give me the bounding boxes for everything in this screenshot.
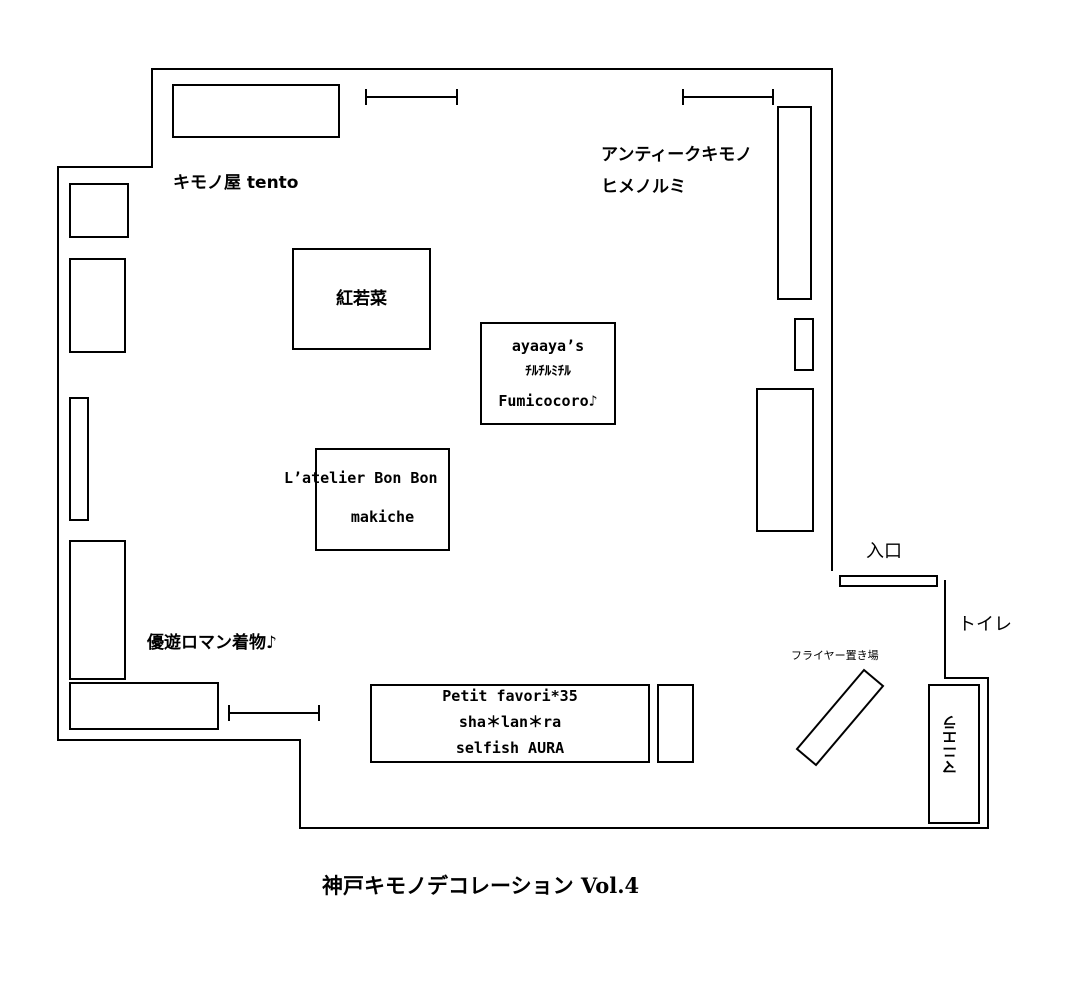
booth-label-manieru: マニエラ <box>941 715 959 775</box>
booth-table-petit <box>370 684 650 763</box>
booth-label-fumicocoro: Fumicocoro♪ <box>498 392 598 410</box>
table-right-2 <box>794 318 814 371</box>
table-left-1 <box>69 183 129 238</box>
flyer-area-label: フライヤー置き場 <box>791 649 879 662</box>
hanger-rail-2 <box>682 89 774 105</box>
booth-label-selfish-aura: selfish AURA <box>455 739 565 757</box>
hanger-rail-1 <box>365 89 458 105</box>
booth-label-yuyu-roman: 優遊ロマン着物♪ <box>147 633 277 653</box>
outer-wall <box>57 68 989 829</box>
booth-table-manieru <box>928 684 980 824</box>
table-right-3 <box>756 388 814 532</box>
flyer-table <box>795 668 885 767</box>
booth-label-petit-favori: Petit favori*35 <box>442 687 578 705</box>
table-bottom-left <box>69 682 219 730</box>
booth-label-sha-lan-ra: sha＊lan＊ra <box>458 713 562 731</box>
booth-label-antique-kimono: アンティークキモノ <box>601 145 753 165</box>
event-title: 神戸キモノデコレーション Vol.4 <box>322 873 640 898</box>
entrance-door <box>839 575 938 587</box>
entrance-label: 入口 <box>866 541 902 562</box>
table-bottom-right <box>657 684 694 763</box>
table-right-1 <box>777 106 812 300</box>
booth-label-chiruchiru: ﾁﾙﾁﾙﾐﾁﾙ <box>525 364 571 379</box>
booth-label-ayaaya: ayaaya’s <box>511 337 585 355</box>
table-left-3 <box>69 397 89 521</box>
booth-table-ayaaya <box>480 322 616 425</box>
table-left-4 <box>69 540 126 680</box>
booth-label-kimonoya-tento: キモノ屋 tento <box>173 173 299 193</box>
table-left-2 <box>69 258 126 353</box>
booth-table-benwakana <box>292 248 431 350</box>
booth-label-himenorumi: ヒメノルミ <box>601 177 686 197</box>
booth-label-makiche: makiche <box>350 508 415 526</box>
booth-table-tento <box>172 84 340 138</box>
booth-table-bonbon <box>315 448 450 551</box>
toilet-label: トイレ <box>958 614 1012 635</box>
booth-label-atelier-bonbon: L’atelier Bon Bon <box>284 469 438 487</box>
hanger-rail-3 <box>228 705 320 721</box>
booth-label-benwakana: 紅若菜 <box>336 289 387 309</box>
